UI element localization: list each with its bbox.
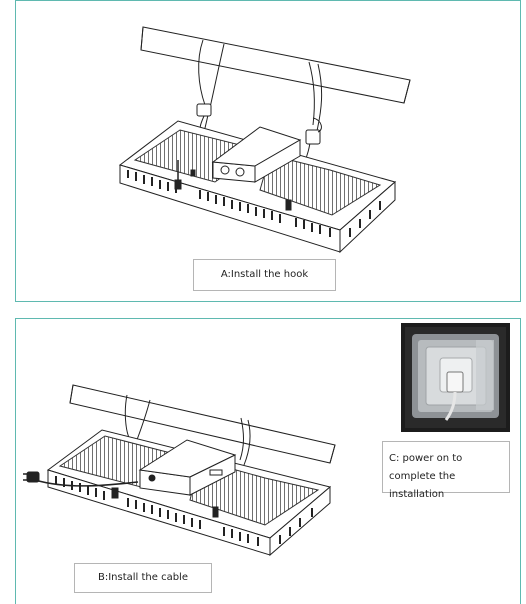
step-b-illustration <box>23 384 336 557</box>
beam-b <box>69 384 336 464</box>
power-plug-b <box>23 471 40 483</box>
hook-right-a <box>305 117 322 145</box>
step-a-caption: A:Install the hook <box>193 259 336 291</box>
led-fixture-a <box>118 120 397 254</box>
beam-a <box>140 26 411 104</box>
step-b-caption: B:Install the cable <box>74 563 212 593</box>
led-fixture-b <box>34 429 332 557</box>
socket-photo <box>401 323 510 432</box>
step-a-illustration <box>118 26 411 254</box>
step-c-caption: C: power on to complete the installation <box>382 441 510 500</box>
